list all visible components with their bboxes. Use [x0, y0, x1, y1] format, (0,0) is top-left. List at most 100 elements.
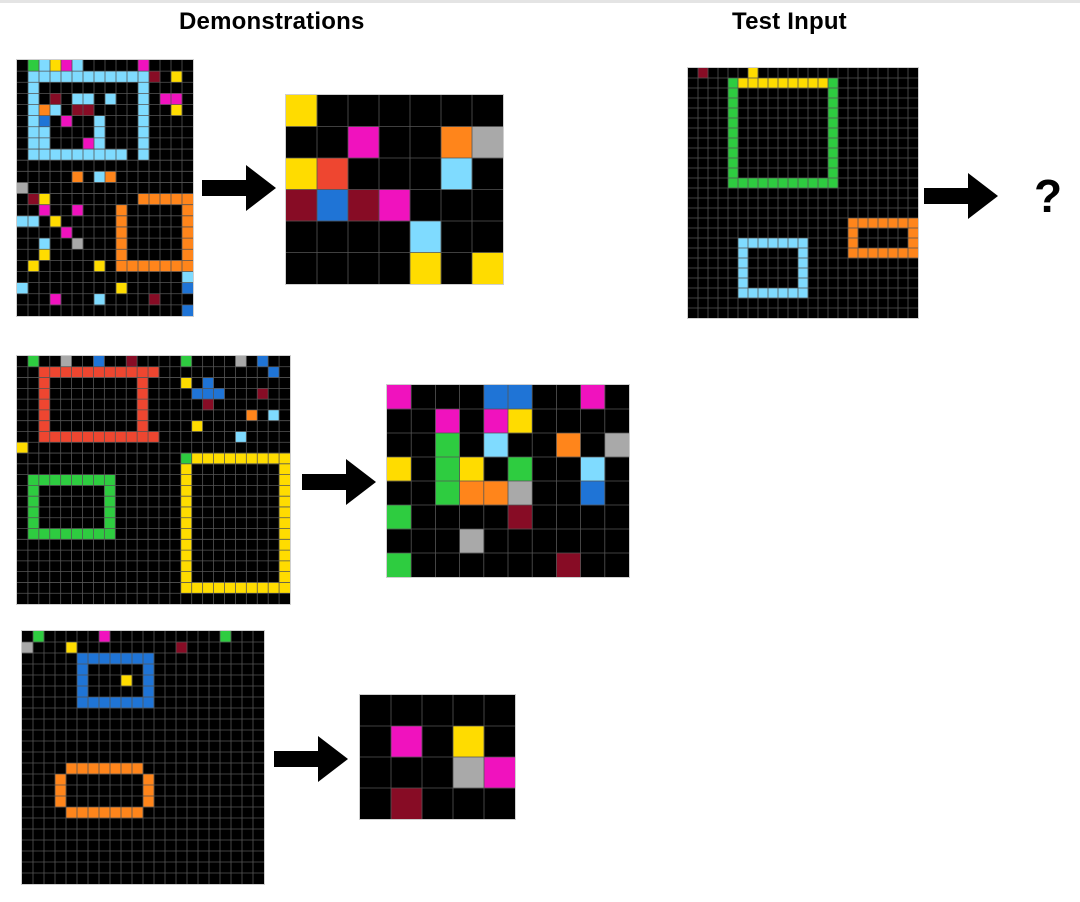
demo-2-input-cell	[180, 453, 193, 465]
demo-1-output-cell	[348, 126, 380, 159]
demo-1-output-cell	[317, 158, 349, 190]
demo-2-input-cell	[191, 453, 203, 465]
demo-1-input-cell	[39, 126, 51, 139]
test-input-cell	[728, 168, 739, 179]
demo-1-input-cell	[149, 193, 161, 205]
test-input-cell	[728, 148, 739, 159]
demo-2-input-cell	[137, 388, 149, 400]
demo-3-input-svg	[22, 631, 264, 884]
demo-2-input-cell	[104, 517, 116, 529]
demo-3-input-cell	[132, 653, 144, 665]
demo-1-input-cell	[61, 226, 73, 239]
demo-2-input-cell	[191, 420, 203, 432]
demo-2-output-cell	[387, 505, 412, 530]
test-input-cell	[798, 178, 809, 189]
demo-1-input-cell	[105, 71, 117, 83]
demo-2-input-cell	[180, 474, 193, 486]
test-input-cell	[758, 238, 769, 249]
demo-1-input-svg	[17, 60, 193, 316]
demo-1-input-cell	[116, 238, 128, 250]
demo-2-output-cell	[387, 385, 412, 410]
demo-3-input-cell	[55, 785, 67, 797]
demo-1-input-cell	[94, 293, 106, 306]
demo-2-output-cell	[556, 553, 581, 577]
demo-2-output-svg	[387, 385, 629, 577]
demo-2-input-cell	[93, 431, 105, 443]
demo-1-output-cell	[441, 158, 473, 190]
demo-1-output-cell	[472, 126, 503, 159]
demo-1-input-cell	[116, 149, 128, 161]
demo-2-input-cell	[268, 582, 280, 594]
demo-3-input-cell	[143, 785, 155, 797]
test-input-cell	[768, 238, 779, 249]
demo-1-input-cell	[39, 238, 51, 250]
demo-3-input-gridlines	[22, 631, 264, 884]
demo-1-input-cell	[138, 104, 150, 116]
demo-2-input-cell	[191, 388, 203, 400]
demo-2-input-cell	[180, 582, 193, 594]
demo-1-input-cell	[50, 60, 62, 72]
demo-2-input-cell	[180, 496, 193, 508]
demo-3-input-cell	[66, 763, 78, 775]
demo-2-input-cell	[268, 409, 280, 421]
demo-3-input-cell	[143, 653, 155, 665]
test-input-cell	[898, 218, 909, 229]
demo-2-output-cell	[508, 481, 533, 506]
test-input-cell	[738, 178, 749, 189]
test-input-cell	[828, 158, 839, 169]
test-input-heading: Test Input	[732, 8, 847, 35]
demo-2-input-cell	[180, 571, 193, 583]
demo-2-input-cell	[235, 356, 247, 368]
demo-1-input-cell	[182, 215, 193, 228]
demo-1-input-cell	[116, 204, 128, 217]
demo-1-output-cell	[286, 95, 318, 127]
demo-2-input-cell	[104, 496, 116, 508]
demo-3-input-cell	[121, 653, 133, 665]
demo-2-input-cell	[104, 431, 116, 443]
demo-2-input-cell	[27, 506, 40, 519]
test-input-cell	[878, 218, 889, 229]
demo-2-output-grid	[387, 385, 629, 577]
demo-3-input-cell	[110, 807, 122, 819]
demo-1-input-cell	[138, 60, 150, 72]
demo-2-input-cell	[257, 582, 269, 594]
test-input-cell	[858, 248, 869, 259]
test-input-cell	[728, 138, 739, 149]
test-input-cell	[798, 78, 809, 89]
demo-2-input-cell	[279, 539, 290, 551]
test-input-cell	[788, 238, 799, 249]
test-input-cell	[818, 78, 829, 89]
test-input-cell	[848, 228, 859, 239]
demo-1-output-cell	[472, 252, 503, 284]
test-input-cell	[908, 218, 918, 229]
demo-3-output-cell	[484, 757, 515, 789]
demo-2-input-cell	[202, 388, 214, 400]
demo-2-input-cell	[202, 453, 214, 465]
demo-2-input-cell	[202, 377, 214, 389]
test-input-cell	[898, 248, 909, 259]
demo-2-input-cell	[257, 453, 269, 465]
demo-2-input-cell	[246, 582, 258, 594]
demo-1-input-cell	[138, 71, 150, 83]
test-input-cell	[788, 178, 799, 189]
demo-2-output-cell	[459, 529, 485, 554]
demo-2-input-cell	[137, 366, 149, 378]
demo-1-input-cell	[39, 115, 51, 128]
demo-3-input-cell	[143, 686, 155, 698]
demo-1-input-cell	[182, 193, 193, 205]
demo-1-input-cell	[83, 149, 95, 161]
demo-2-output-cell	[508, 385, 533, 410]
demo-2-input-cell	[279, 517, 290, 529]
test-input-cell	[768, 178, 779, 189]
demo-3-input-cell	[132, 763, 144, 775]
demo-2-input-cell	[27, 528, 40, 540]
demo-2-input-cell	[27, 474, 40, 486]
demo-2-input-cell	[60, 366, 72, 378]
demo-1-input-cell	[61, 149, 73, 161]
demo-1-input-cell	[72, 71, 84, 83]
demo-1-input-cell	[72, 104, 84, 116]
demo-2-input-cell	[137, 377, 149, 389]
test-input-cell	[828, 118, 839, 129]
demo-2-input-cell	[82, 366, 94, 378]
test-input-cell	[828, 108, 839, 119]
